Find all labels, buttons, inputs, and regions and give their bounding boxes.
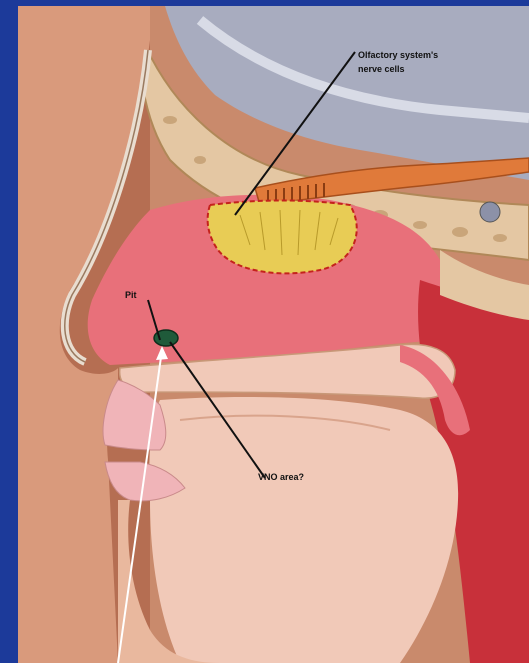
olfactory-label-line1: Olfactory system's xyxy=(358,50,438,60)
olfactory-label-line2: nerve cells xyxy=(358,64,405,74)
tongue xyxy=(149,397,458,663)
pituitary-bulb xyxy=(480,202,500,222)
vno-label: VNO area? xyxy=(258,472,304,482)
pit-label: Pit xyxy=(125,290,137,300)
